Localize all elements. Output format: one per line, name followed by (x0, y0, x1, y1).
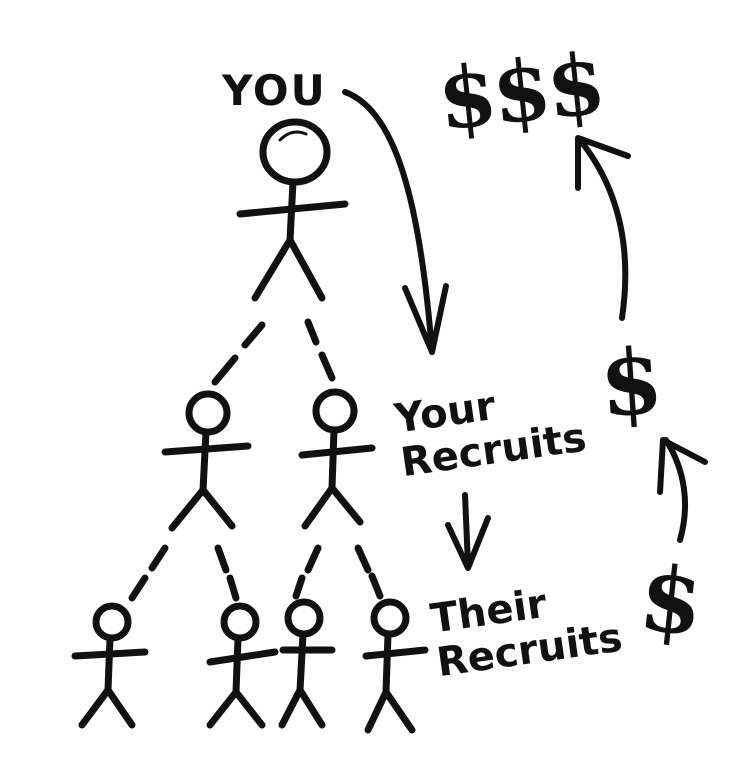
stick-figure-sub-recruit-4 (362, 598, 429, 734)
stick-figure-sub-recruit-1 (71, 602, 149, 729)
stick-figure-sub-recruit-2 (206, 602, 279, 729)
money-symbol-top: $$$ (433, 33, 607, 150)
money-flow-arrow-up-2 (575, 135, 631, 321)
stick-figure-recruit-1 (161, 390, 252, 532)
dashed-link-lines-tier2 (128, 544, 384, 602)
money-flow-arrow-up-1 (657, 437, 708, 543)
money-symbol-bottom: $ (634, 545, 708, 657)
recruit-flow-arrow-down-1 (342, 89, 449, 355)
stick-figure-recruit-2 (298, 388, 376, 530)
stick-figure-you (236, 118, 349, 302)
label-you: YOU (222, 66, 327, 115)
stick-figure-sub-recruit-3 (278, 598, 336, 729)
dashed-link-lines-tier1 (211, 318, 336, 386)
money-symbol-middle: $ (596, 327, 667, 439)
recruit-flow-arrow-down-2 (445, 492, 491, 571)
